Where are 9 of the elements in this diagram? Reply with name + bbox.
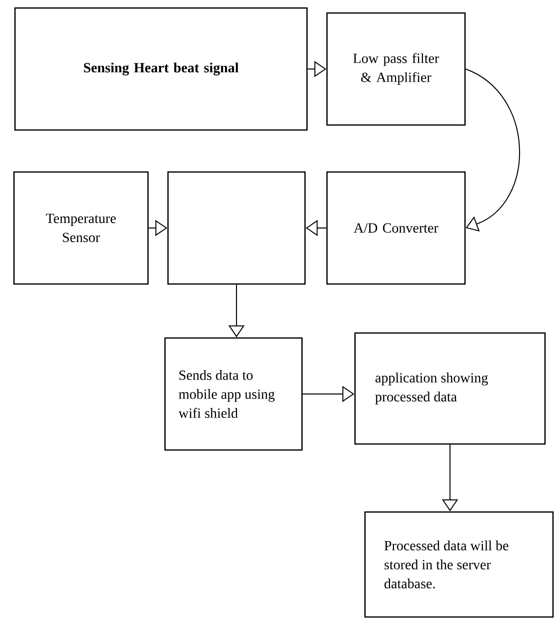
process-box: Sends data to mobile app using wifi shield <box>164 337 303 451</box>
empty-box <box>167 171 306 285</box>
process-box: application showing processed data <box>354 332 546 445</box>
arrow <box>465 68 520 232</box>
process-box: Temperature Sensor <box>13 171 149 285</box>
process-box: Processed data will be stored in the server database. <box>364 511 554 618</box>
process-box: Sensing Heart beat signal <box>14 7 308 131</box>
process-box: A/D Converter <box>326 171 466 285</box>
process-box: Low pass filter & Amplifier <box>326 12 466 126</box>
